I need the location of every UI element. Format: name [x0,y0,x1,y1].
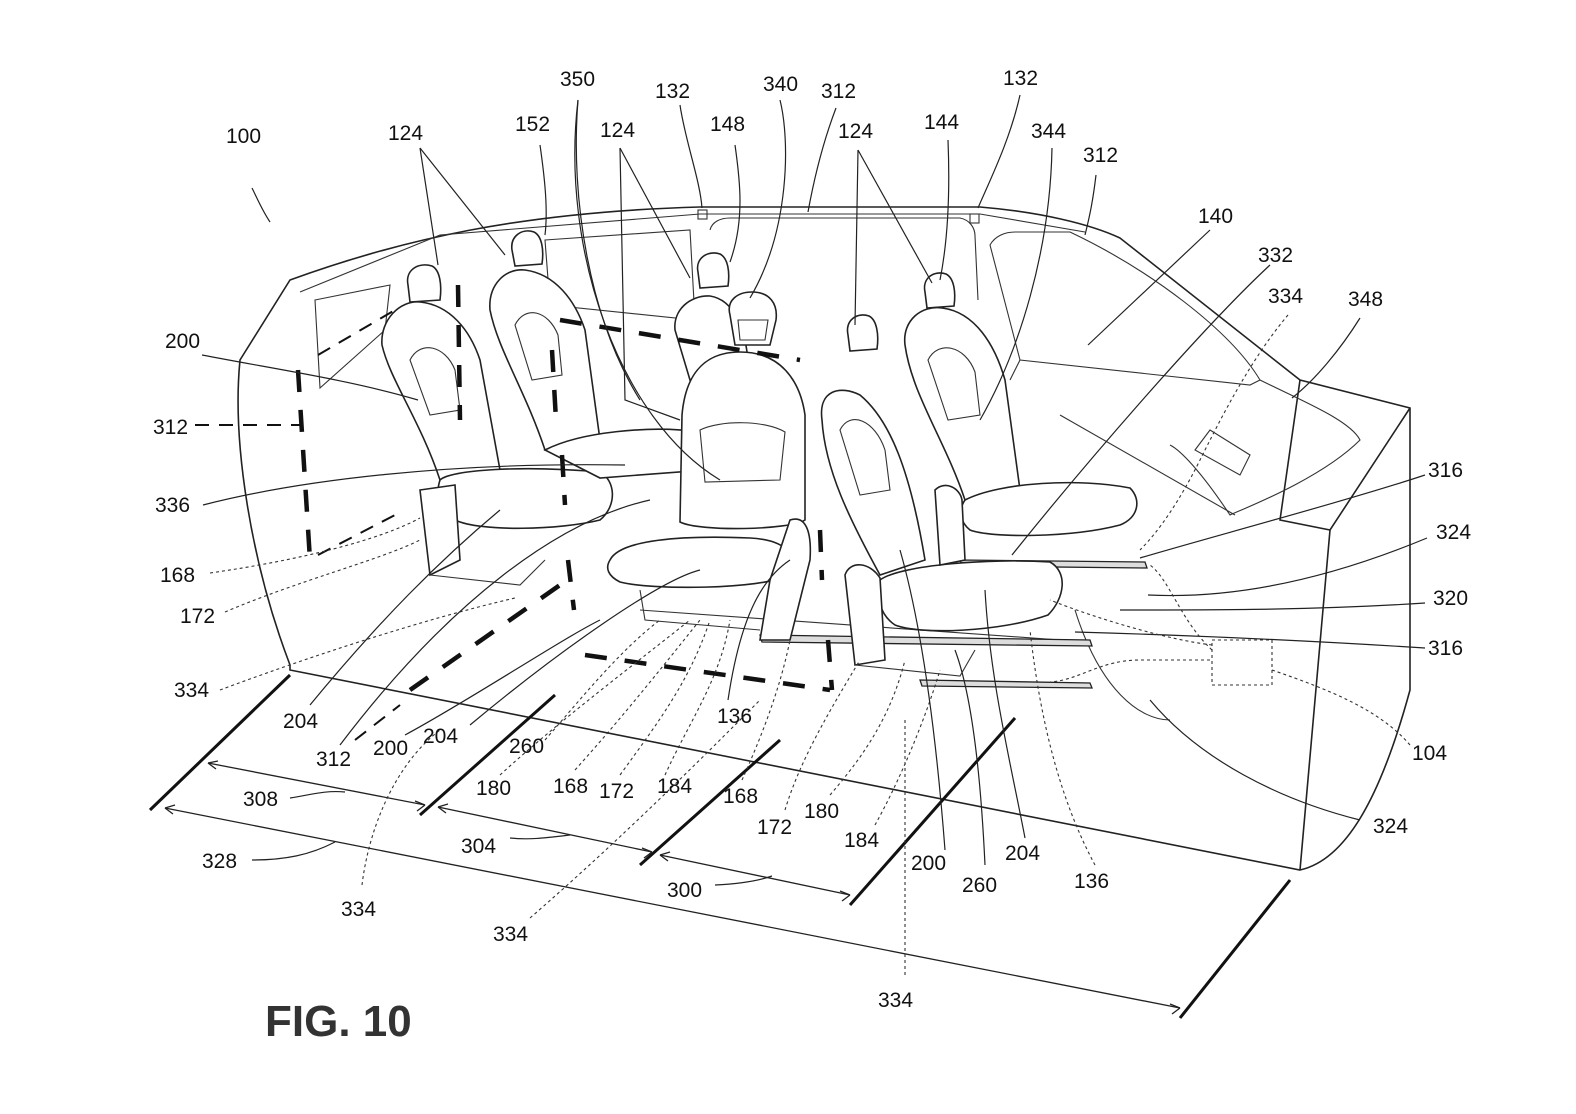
label-350: 350 [560,68,595,91]
label-316-b: 316 [1428,637,1463,660]
label-140: 140 [1198,205,1233,228]
label-334-a: 334 [1268,285,1303,308]
label-184-a: 184 [657,775,692,798]
seat-right-rear [905,273,1137,565]
label-172-c: 172 [757,816,792,839]
label-136-a: 136 [717,705,752,728]
label-334-b: 334 [174,679,209,702]
label-304: 304 [461,835,496,858]
label-332: 332 [1258,244,1293,267]
label-204-c: 204 [1005,842,1040,865]
label-200-a: 200 [165,330,200,353]
label-260-a: 260 [509,735,544,758]
label-336: 336 [155,494,190,517]
label-180-a: 180 [476,777,511,800]
label-168-a: 168 [160,564,195,587]
label-136-b: 136 [1074,870,1109,893]
label-334-d: 334 [493,923,528,946]
label-340: 340 [763,73,798,96]
controller-104 [1212,640,1272,685]
label-124-a: 124 [388,122,423,145]
label-152: 152 [515,113,550,136]
label-320: 320 [1433,587,1468,610]
label-334-e: 334 [878,989,913,1012]
label-168-c: 168 [723,785,758,808]
label-132-a: 132 [655,80,690,103]
label-144: 144 [924,111,959,134]
figure-title: FIG. 10 [265,997,412,1046]
label-204-b: 204 [423,725,458,748]
label-312-a: 312 [821,80,856,103]
label-148: 148 [710,113,745,136]
label-324-b: 324 [1373,815,1408,838]
label-200-c: 200 [911,852,946,875]
label-300: 300 [667,879,702,902]
label-172-a: 172 [180,605,215,628]
label-260-b: 260 [962,874,997,897]
label-308: 308 [243,788,278,811]
label-344: 344 [1031,120,1066,143]
label-168-b: 168 [553,775,588,798]
label-124-c: 124 [838,120,873,143]
label-312-b: 312 [1083,144,1118,167]
label-204-a: 204 [283,710,318,733]
label-124-b: 124 [600,119,635,142]
label-172-b: 172 [599,780,634,803]
label-200-b: 200 [373,737,408,760]
label-180-b: 180 [804,800,839,823]
label-312-c: 312 [153,416,188,439]
label-334-c: 334 [341,898,376,921]
leader-lines [202,95,1427,975]
label-348: 348 [1348,288,1383,311]
label-312-d: 312 [316,748,351,771]
label-328: 328 [202,850,237,873]
label-104: 104 [1412,742,1447,765]
label-184-b: 184 [844,829,879,852]
label-324-a: 324 [1436,521,1471,544]
label-100: 100 [226,125,261,148]
label-316-a: 316 [1428,459,1463,482]
label-132-b: 132 [1003,67,1038,90]
